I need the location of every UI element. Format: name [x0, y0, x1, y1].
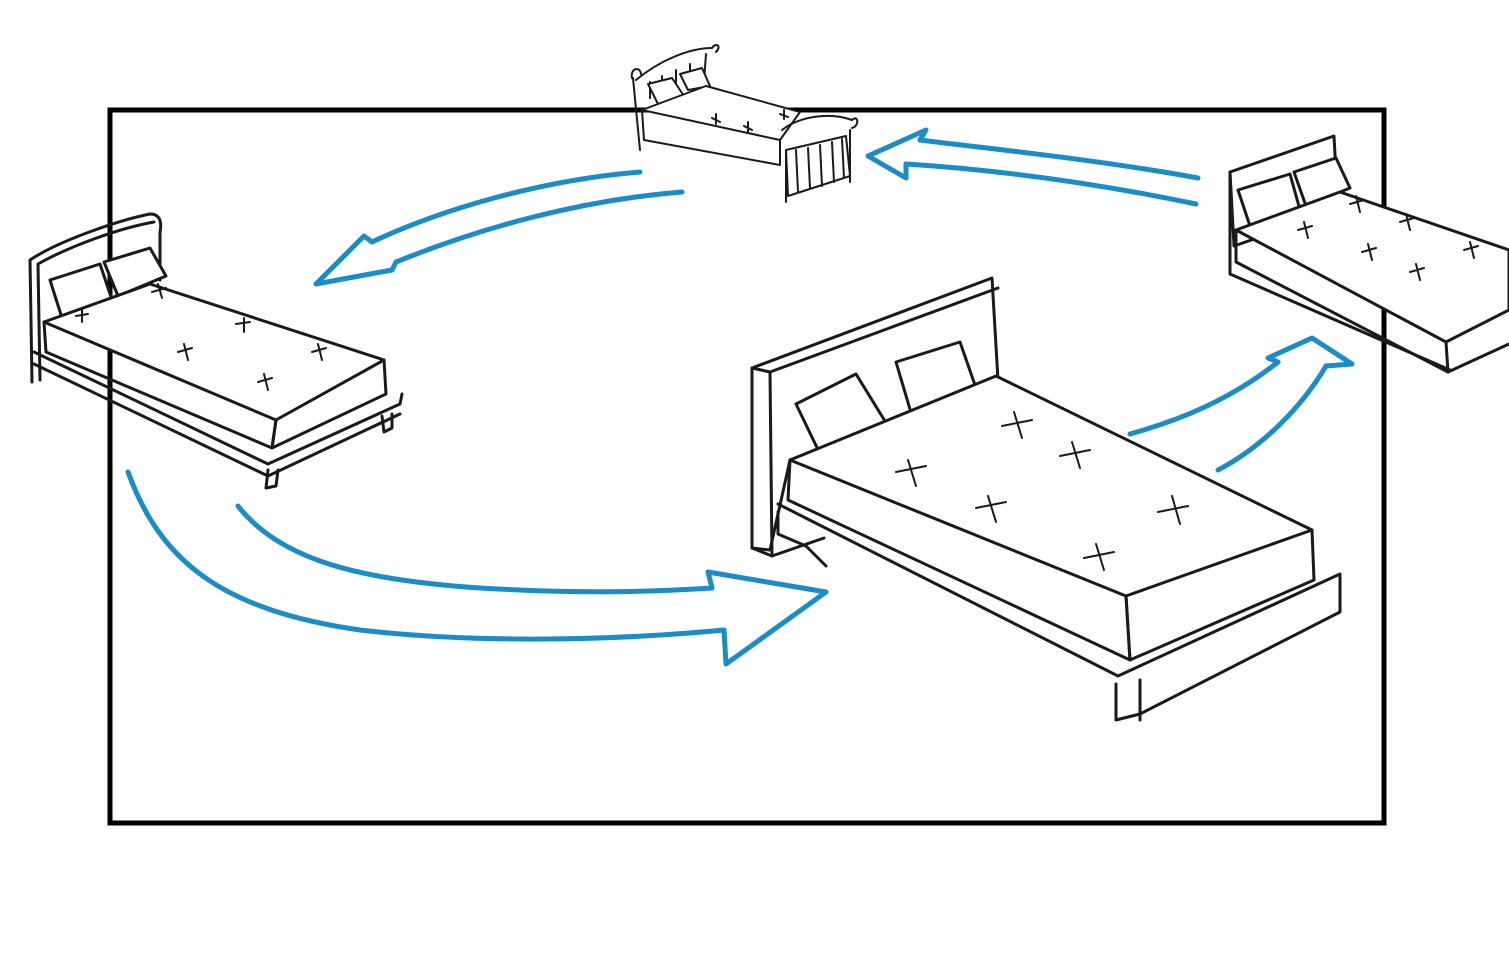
camera-frame — [107, 107, 1387, 826]
arrow-double-to-right-bed — [1127, 335, 1355, 473]
bed-ornate-small — [630, 44, 859, 203]
bed-double-front — [750, 276, 1342, 722]
arrow-left-bed-to-double — [125, 469, 829, 667]
arrow-ornate-to-left-bed — [313, 169, 685, 287]
bed-single-right — [1228, 134, 1509, 374]
bed-single-left — [28, 212, 404, 490]
arrow-right-bed-to-ornate — [865, 127, 1201, 207]
